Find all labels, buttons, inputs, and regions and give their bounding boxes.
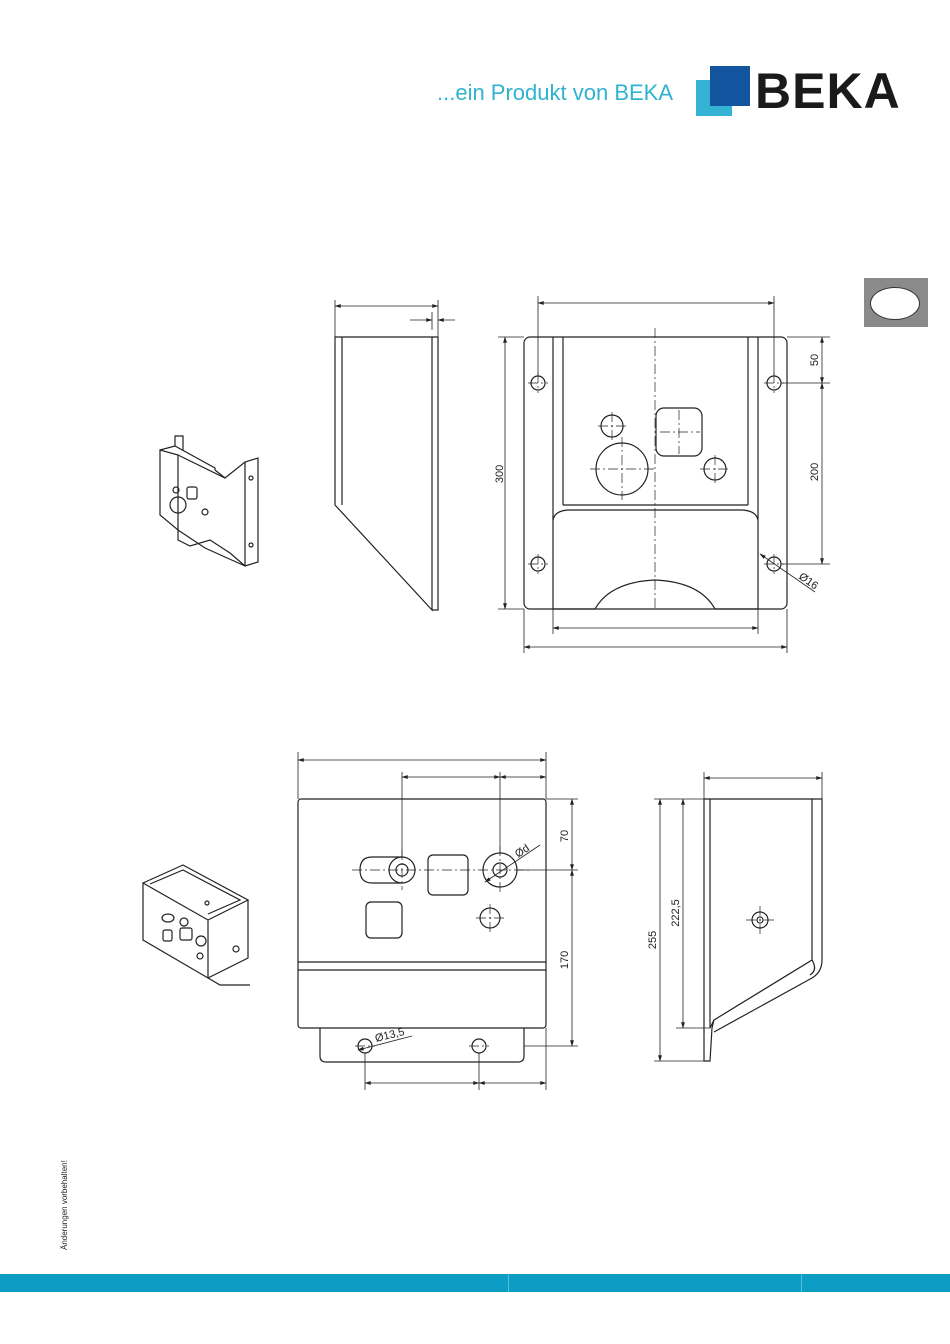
footer-divider (801, 1274, 802, 1292)
dim-hole-diameter-label: Ø16 (796, 571, 820, 593)
changes-reserved-note: Änderungen vorbehalten! (60, 1160, 69, 1250)
dim-side-height-label: 255 (647, 931, 659, 949)
dim-top-spacing-label: 50 (809, 354, 821, 366)
bottom-isometric-view (143, 865, 250, 985)
dim-height-label: 300 (494, 465, 506, 483)
dim-top-offset-label: 70 (559, 830, 571, 842)
top-isometric-view (160, 436, 258, 566)
dim-hole-spacing-label: 200 (809, 463, 821, 481)
footer-divider (508, 1274, 509, 1292)
dim-side-inner-height-label: 222,5 (670, 899, 682, 927)
top-side-view (335, 300, 455, 610)
top-front-view (498, 296, 830, 653)
dim-lower-label: 170 (559, 951, 571, 969)
footer-bar (0, 1274, 950, 1292)
bottom-front-view (298, 752, 578, 1090)
dim-hole-diameter-d-label: Ød (513, 842, 532, 860)
